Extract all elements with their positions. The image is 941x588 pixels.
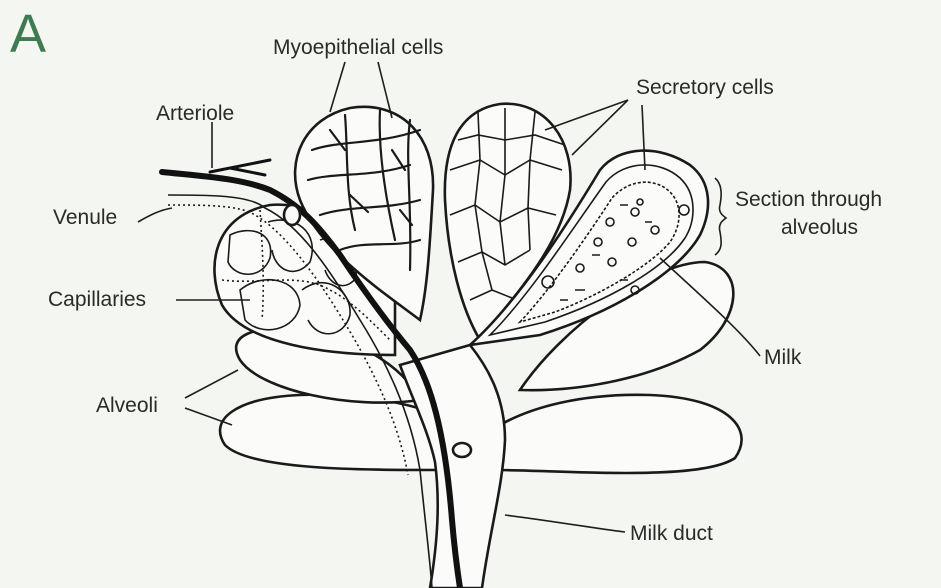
label-venule: Venule (53, 206, 117, 229)
right-lower-alveolus (495, 395, 742, 473)
label-myoepithelial-cells: Myoepithelial cells (273, 36, 443, 59)
venule-opening (284, 205, 300, 225)
duct-branch-opening (453, 443, 471, 457)
label-alveolus: alveolus (781, 216, 858, 239)
label-section-through: Section through (735, 188, 882, 211)
label-alveoli: Alveoli (96, 394, 158, 417)
label-milk: Milk (764, 346, 802, 369)
label-secretory-cells: Secretory cells (636, 76, 774, 99)
label-milk-duct: Milk duct (630, 522, 713, 545)
panel-letter: A (10, 4, 46, 64)
arteriole-tip (210, 160, 270, 175)
label-arteriole: Arteriole (156, 102, 234, 125)
label-capillaries: Capillaries (48, 288, 146, 311)
